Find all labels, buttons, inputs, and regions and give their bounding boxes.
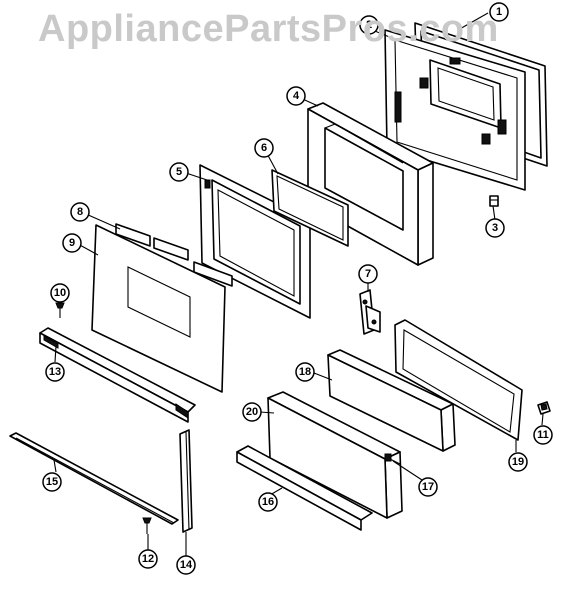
- callout-5-label: 5: [176, 166, 182, 178]
- part-19-drawer-liner[interactable]: [394, 319, 523, 441]
- callout-20-label: 20: [246, 406, 258, 418]
- callout-20[interactable]: 20: [242, 402, 262, 422]
- part-11-clip[interactable]: [537, 401, 551, 415]
- callout-9-label: 9: [69, 237, 75, 249]
- callout-11-label: 11: [537, 429, 549, 441]
- callout-9[interactable]: 9: [62, 233, 82, 253]
- callout-7-label: 7: [365, 268, 371, 280]
- callout-13[interactable]: 13: [45, 362, 65, 382]
- callout-1-label: 1: [496, 6, 502, 18]
- callout-17-label: 17: [422, 481, 434, 493]
- callout-11[interactable]: 11: [533, 425, 553, 445]
- callout-2[interactable]: 2: [359, 15, 379, 35]
- callout-19[interactable]: 19: [508, 452, 528, 472]
- callout-4-label: 4: [293, 90, 300, 102]
- callout-8[interactable]: 8: [70, 202, 90, 222]
- callout-13-label: 13: [49, 366, 61, 378]
- callout-1[interactable]: 1: [489, 2, 509, 22]
- part-15-rail[interactable]: [9, 432, 179, 525]
- part-6-window-glass[interactable]: [271, 169, 349, 247]
- watermark-text: AppliancePartsPros.com: [38, 8, 499, 50]
- part-14-trim-strip[interactable]: [179, 429, 193, 533]
- callout-6[interactable]: 6: [254, 138, 274, 158]
- callout-8-label: 8: [77, 206, 83, 218]
- part-20-drawer-box[interactable]: [267, 391, 403, 519]
- part-9-outer-door-panel[interactable]: [91, 224, 226, 393]
- callout-2-label: 2: [366, 19, 372, 31]
- callout-3[interactable]: 3: [485, 218, 505, 238]
- callout-15[interactable]: 15: [42, 472, 62, 492]
- part-4-door-frame[interactable]: [307, 102, 434, 266]
- part-8-insulation-strips[interactable]: [115, 223, 233, 287]
- callout-18-label: 18: [299, 366, 311, 378]
- part-5-window-frame[interactable]: [199, 164, 311, 319]
- callout-16[interactable]: 16: [258, 492, 278, 512]
- part-2-inner-door-liner[interactable]: [384, 29, 526, 191]
- callout-14-label: 14: [180, 559, 193, 571]
- callout-12[interactable]: 12: [138, 549, 158, 569]
- part-13-door-handle[interactable]: [39, 327, 196, 423]
- callout-4[interactable]: 4: [286, 86, 306, 106]
- part-3-clip[interactable]: [489, 195, 499, 207]
- callout-7[interactable]: 7: [358, 264, 378, 284]
- callout-12-label: 12: [142, 553, 154, 565]
- callout-16-label: 16: [262, 496, 274, 508]
- callout-10-label: 10: [54, 287, 66, 299]
- part-16-trim-bar[interactable]: [236, 445, 373, 531]
- callout-3-label: 3: [492, 222, 498, 234]
- callout-19-label: 19: [512, 456, 524, 468]
- callout-18[interactable]: 18: [295, 362, 315, 382]
- callout-5[interactable]: 5: [169, 162, 189, 182]
- part-7-hinge-bracket[interactable]: [359, 289, 381, 335]
- part-10-screw[interactable]: [55, 302, 65, 318]
- part-18-drawer-front[interactable]: [327, 349, 456, 452]
- callout-14[interactable]: 14: [176, 555, 196, 575]
- part-12-screw[interactable]: [142, 517, 152, 534]
- callout-17[interactable]: 17: [418, 477, 438, 497]
- callout-10[interactable]: 10: [50, 283, 70, 303]
- callout-15-label: 15: [46, 476, 58, 488]
- callout-6-label: 6: [261, 142, 267, 154]
